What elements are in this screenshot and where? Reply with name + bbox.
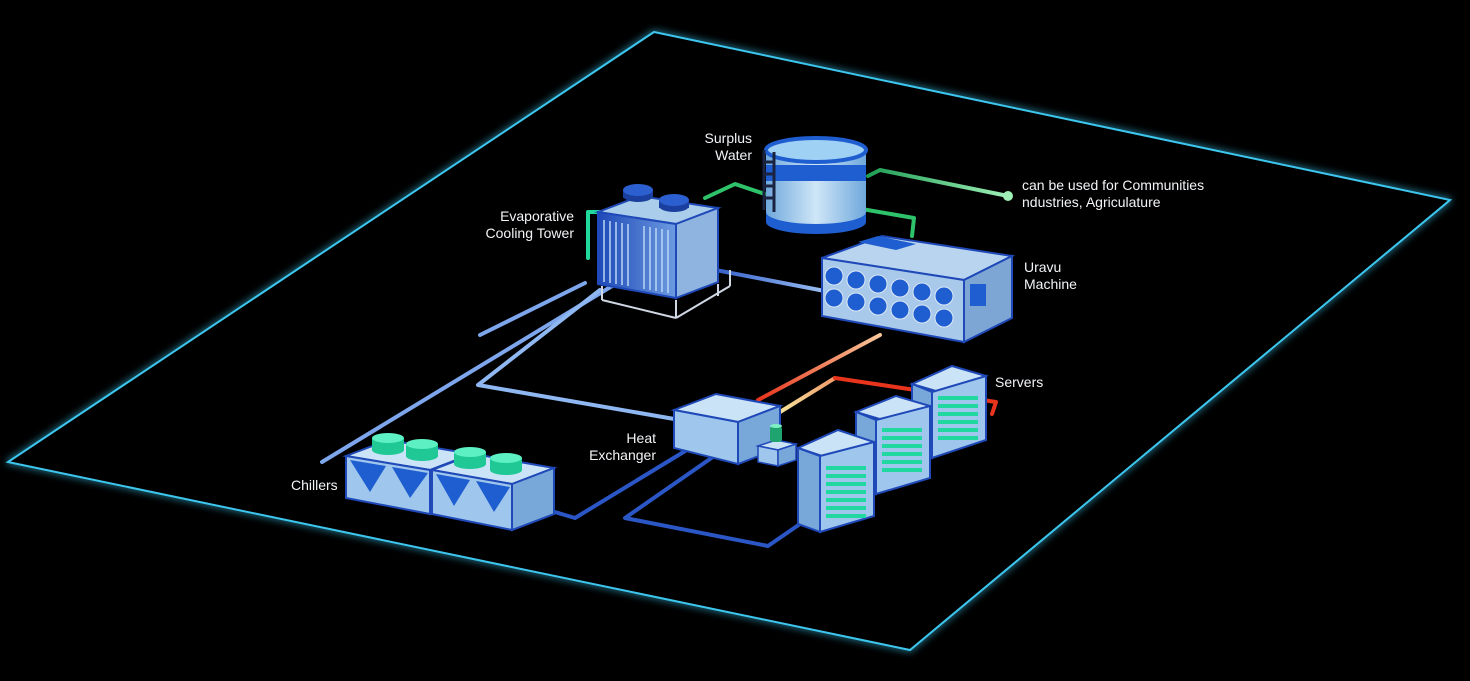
pipe-tower-hx [476,288,682,422]
pipe-water-top [703,182,767,200]
pipe-server-hot [833,376,998,416]
pipe-hx-server [623,450,802,548]
label-servers: Servers [995,374,1044,390]
pipe-server-uravu [778,376,837,414]
pipe-network [320,168,1013,548]
uravu-machine-icon [821,234,1016,344]
label-chillers: Chillers [291,477,338,493]
floor-platform [5,30,1453,652]
cooling-tower-icon [594,184,731,319]
pipe-tank-outlet [866,168,1010,198]
chiller-icon [342,433,558,532]
pipe-tower-uravu [703,266,832,294]
heat-exchanger-icon [670,392,799,468]
water-tank-icon [762,136,868,234]
pipe-tank-uravu [854,206,916,238]
pipe-hx-chiller [546,440,702,520]
pipe-tower-return [478,281,587,337]
server-rack-icon [795,364,989,534]
pipe-hx-uravu [756,333,882,402]
outlet-dot [1003,191,1013,201]
